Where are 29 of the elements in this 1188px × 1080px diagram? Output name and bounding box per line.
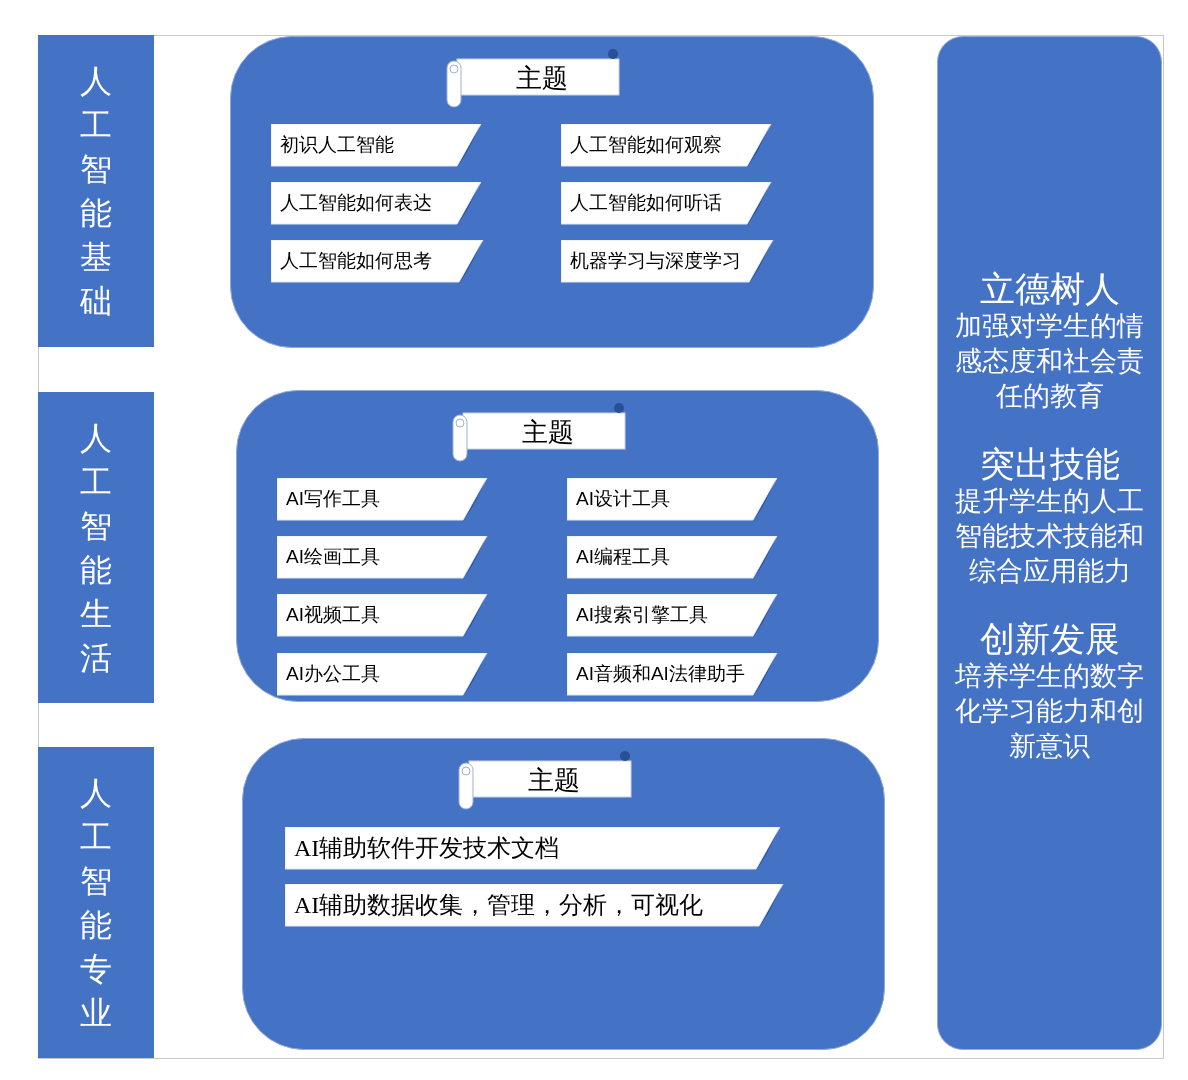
rounded-panel — [242, 738, 885, 1050]
ribbon-label: 人工智能如何观察 — [561, 124, 773, 166]
rounded-panel — [236, 390, 879, 702]
ribbon-label: AI办公工具 — [277, 653, 489, 695]
ribbon-label: AI视频工具 — [277, 594, 489, 636]
ribbon-label: 人工智能如何思考 — [271, 240, 485, 282]
ribbon-label: AI搜索引擎工具 — [567, 594, 779, 636]
ribbon-label: 人工智能如何表达 — [271, 182, 483, 224]
goal-description: 培养学生的数字化学习能力和创新意识 — [954, 660, 1145, 763]
goals-panel — [937, 36, 1162, 1050]
ribbon-label: AI编程工具 — [567, 536, 779, 578]
goal-heading: 立德树人 — [978, 269, 1121, 309]
rounded-panel — [230, 36, 874, 348]
category-band: 人工智能生活 — [38, 392, 154, 703]
ribbon-label: AI设计工具 — [567, 478, 779, 520]
ribbon-label: AI绘画工具 — [277, 536, 489, 578]
goal-description: 提升学生的人工智能技术技能和综合应用能力 — [954, 485, 1145, 588]
ribbon-label: AI辅助软件开发技术文档 — [285, 827, 782, 869]
category-band: 人工智能基础 — [38, 35, 154, 347]
ribbon-label: 机器学习与深度学习 — [561, 240, 775, 282]
goal-heading: 突出技能 — [978, 444, 1121, 484]
ribbon-label: 人工智能如何听话 — [561, 182, 773, 224]
category-band: 人工智能专业 — [38, 747, 154, 1058]
ribbon-label: 初识人工智能 — [271, 124, 483, 166]
goal-heading: 创新发展 — [978, 619, 1121, 659]
ribbon-label: AI辅助数据收集，管理，分析，可视化 — [285, 884, 785, 926]
ribbon-label: AI音频和AI法律助手 — [567, 653, 779, 695]
ribbon-label: AI写作工具 — [277, 478, 489, 520]
goal-description: 加强对学生的情感态度和社会责任的教育 — [954, 310, 1145, 413]
